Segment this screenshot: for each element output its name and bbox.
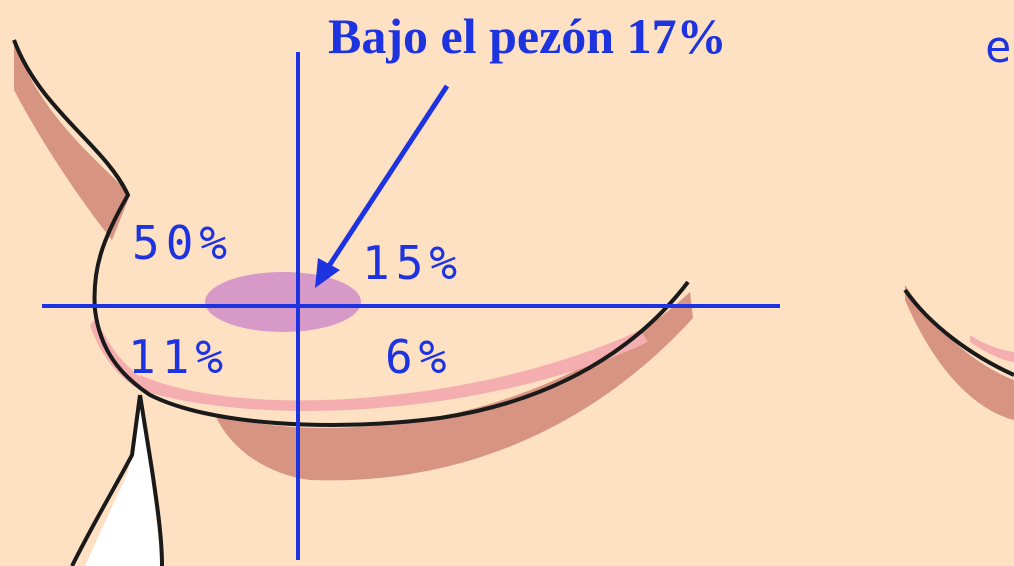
right-breast-outline [903,288,1014,377]
under-breast-shadow [215,292,693,481]
breast-fold [140,330,648,411]
arm-outline [70,394,164,566]
upper-outer-quadrant-label: 50% [132,216,234,270]
right-breast-fold [970,335,1014,362]
breast-outline [12,39,690,427]
areola [205,272,361,332]
pointer-arrow-head [315,258,340,288]
clipped-label: e [985,22,1012,73]
lower-inner-quadrant-label: 6% [385,330,453,384]
nipple-region-title: Bajo el pezón 17% [328,8,727,64]
right-breast-shadow [905,285,1014,420]
pointer-arrow-shaft [322,84,450,274]
chest-shadow [14,40,130,240]
lower-outer-quadrant-label: 11% [128,330,230,384]
arm-shape [85,395,162,566]
upper-inner-quadrant-label: 15% [362,236,464,290]
